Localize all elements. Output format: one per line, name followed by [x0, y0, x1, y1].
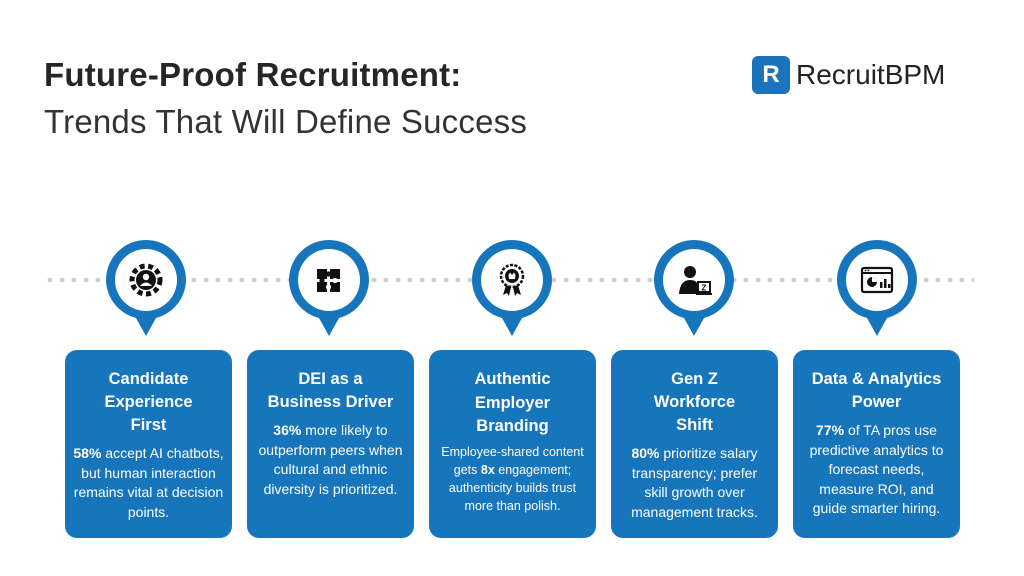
trend-card-dei: DEI as a Business Driver 36% more likely… — [247, 350, 414, 538]
svg-text:Z: Z — [702, 284, 707, 293]
card-title: Candidate Experience First — [104, 370, 193, 434]
card-title: Gen Z Workforce Shift — [653, 370, 736, 434]
card-text-before: Employee-shared content gets — [441, 444, 584, 477]
card-text: of TA pros use predictive analytics to f… — [809, 422, 944, 516]
puzzle-icon — [317, 269, 340, 292]
analytics-dashboard-icon — [860, 266, 894, 294]
card-stat: 8x — [480, 462, 495, 477]
card-title: Authentic Employer Branding — [474, 370, 551, 435]
card-body: 77% of TA pros use predictive analytics … — [801, 421, 952, 519]
card-body: 58% accept AI chatbots, but human intera… — [73, 444, 224, 522]
pin-marker-3 — [470, 238, 554, 338]
pin-marker-5 — [835, 238, 919, 338]
card-title: Data & Analytics Power — [811, 370, 942, 411]
card-stat: 58% — [73, 445, 102, 461]
card-title: DEI as a Business Driver — [267, 370, 394, 411]
recruitbpm-logo: R RecruitBPM — [752, 55, 945, 95]
logo-mark-icon: R — [752, 56, 790, 94]
pin-marker-4: Z — [652, 238, 736, 338]
award-badge-icon — [499, 263, 525, 296]
user-gear-icon — [129, 263, 163, 297]
card-text: engagement; authenticity builds trust mo… — [448, 462, 577, 513]
card-stat: 77% — [816, 422, 845, 438]
trend-card-employer-branding: Authentic Employer Branding Employee-sha… — [429, 350, 596, 538]
card-text: prioritize salary transparency; prefer s… — [631, 445, 758, 520]
title-bold: Future-Proof Recruitment: — [44, 56, 462, 93]
logo-text: RecruitBPM — [796, 59, 946, 90]
trend-card-candidate-experience: Candidate Experience First 58% accept AI… — [65, 350, 232, 538]
pin-marker-1 — [104, 238, 188, 338]
trend-card-data-analytics: Data & Analytics Power 77% of TA pros us… — [793, 350, 960, 538]
card-stat: 80% — [631, 445, 660, 461]
card-body: 80% prioritize salary transparency; pref… — [619, 444, 770, 522]
trend-card-gen-z: Gen Z Workforce Shift 80% prioritize sal… — [611, 350, 778, 538]
card-body: Employee-shared content gets 8x engageme… — [437, 443, 588, 515]
person-laptop-icon: Z — [679, 266, 712, 295]
card-text: more likely to outperform peers when cul… — [258, 422, 403, 497]
title-regular: Trends That Will Define Success — [44, 103, 528, 140]
card-stat: 36% — [273, 422, 302, 438]
card-text: accept AI chatbots, but human interactio… — [73, 445, 224, 520]
pin-marker-2 — [287, 238, 371, 338]
card-body: 36% more likely to outperform peers when… — [255, 421, 406, 499]
